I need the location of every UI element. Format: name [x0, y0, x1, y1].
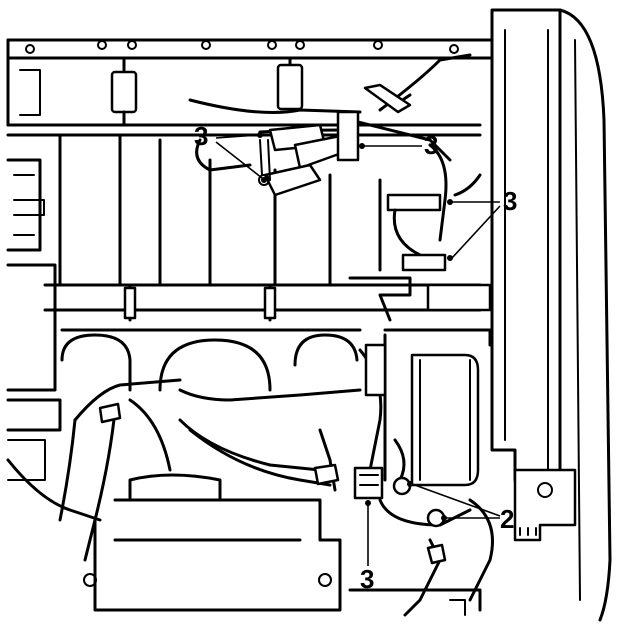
- hanging-cylinders: [110, 56, 304, 127]
- callout-label-4: 2: [500, 504, 514, 534]
- callout-label-2: 3: [424, 130, 438, 160]
- upper-connector-cluster: [258, 110, 360, 197]
- callout-leaders: [215, 132, 501, 566]
- top-cowl: [6, 38, 494, 137]
- callout-label-3: 3: [503, 186, 517, 216]
- lower-connectors: [348, 466, 494, 617]
- lower-housings: [60, 328, 362, 392]
- lower-harness: [6, 343, 472, 562]
- right-connectors: [348, 173, 492, 322]
- right-bracket: [513, 468, 577, 542]
- cylinder-housing: [383, 328, 492, 487]
- callout-label-5: 3: [360, 564, 374, 594]
- left-components: [6, 158, 62, 481]
- lower-block: [83, 473, 342, 612]
- callout-label-1: 3: [194, 121, 208, 151]
- engine-block: [43, 133, 482, 322]
- upper-harness: [188, 53, 472, 242]
